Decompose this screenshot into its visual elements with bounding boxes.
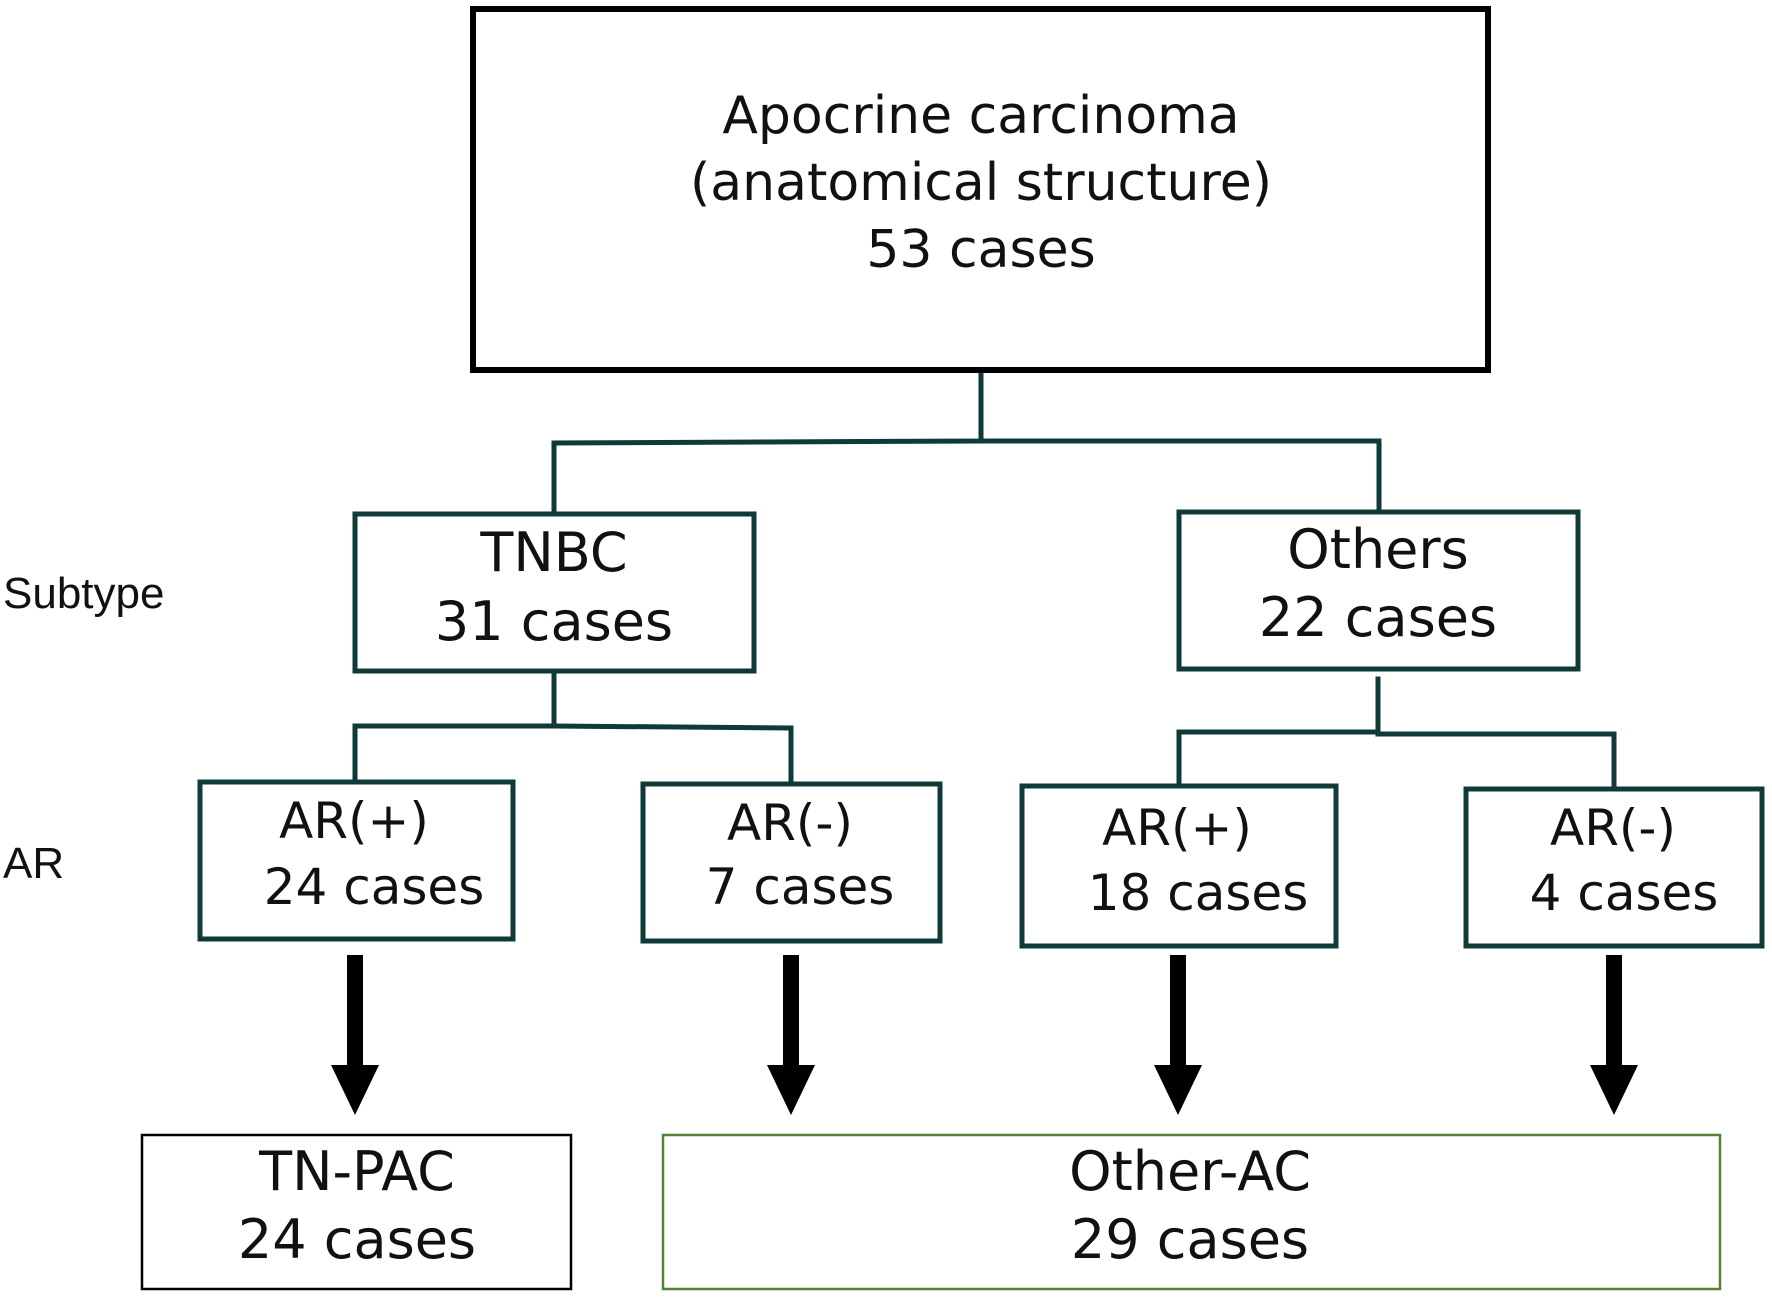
connector-others-to-ar <box>1176 676 1381 789</box>
root-title: Apocrine carcinoma <box>722 86 1239 146</box>
root-subtitle: (anatomical structure) <box>690 153 1272 213</box>
subtype-name: Others <box>1287 518 1468 581</box>
ar-count: 4 cases <box>1530 864 1719 922</box>
ar-count: 7 cases <box>706 858 895 916</box>
connector-root-to-subtypes <box>551 367 984 517</box>
ar-box <box>1019 783 1339 949</box>
row-label-ar: AR <box>3 839 64 888</box>
subtype-box <box>1176 509 1581 672</box>
connector-root-to-others <box>978 438 1382 515</box>
subtype-node-tnbc: TNBC 31 cases <box>352 511 757 674</box>
root-box <box>470 6 1491 373</box>
connector-others-to-arneg <box>1375 731 1617 792</box>
ar-node-others-pos: AR(+) 18 cases <box>1019 783 1339 949</box>
ar-status: AR(-) <box>727 794 853 852</box>
outcome-count: 24 cases <box>238 1208 476 1271</box>
ar-node-others-neg: AR(-) 4 cases <box>1463 786 1765 949</box>
ar-status: AR(-) <box>1550 799 1676 857</box>
arrows <box>331 955 1638 1115</box>
subtype-node-others: Others 22 cases <box>1176 509 1581 672</box>
connector-tnbc-to-ar <box>352 669 557 785</box>
arrow-down-icon <box>1154 955 1202 1115</box>
ar-node-tnbc-neg: AR(-) 7 cases <box>640 781 943 944</box>
root-count: 53 cases <box>866 220 1095 280</box>
subtype-count: 22 cases <box>1259 586 1497 649</box>
outcome-name: Other-AC <box>1069 1140 1311 1203</box>
outcome-count: 29 cases <box>1071 1208 1309 1271</box>
outcome-name: TN-PAC <box>258 1140 455 1203</box>
ar-count: 24 cases <box>264 858 485 916</box>
outcome-node-otherac: Other-AC 29 cases <box>661 1133 1722 1291</box>
connectors <box>352 367 1617 792</box>
arrow-down-icon <box>1590 955 1638 1115</box>
arrow-down-icon <box>331 955 379 1115</box>
ar-status: AR(+) <box>1102 799 1252 857</box>
subtype-box <box>352 511 757 674</box>
connector-tnbc-to-arneg <box>551 723 794 787</box>
subtype-name: TNBC <box>479 521 627 584</box>
ar-status: AR(+) <box>279 792 429 850</box>
arrow-down-icon <box>767 955 815 1115</box>
subtype-count: 31 cases <box>435 590 673 653</box>
outcome-node-tnpac: TN-PAC 24 cases <box>140 1133 573 1291</box>
outcome-box <box>661 1133 1722 1291</box>
ar-count: 18 cases <box>1088 864 1309 922</box>
root-node: Apocrine carcinoma (anatomical structure… <box>470 6 1491 373</box>
outcome-box <box>140 1133 573 1291</box>
row-label-subtype: Subtype <box>3 569 164 618</box>
ar-node-tnbc-pos: AR(+) 24 cases <box>197 779 516 942</box>
ar-box <box>197 779 516 942</box>
ar-box <box>1463 786 1765 949</box>
ar-box <box>640 781 943 944</box>
